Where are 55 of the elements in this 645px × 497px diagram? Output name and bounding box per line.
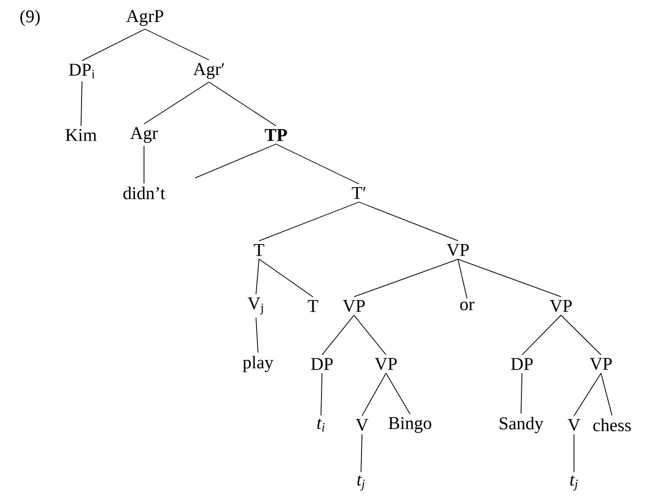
tree-label: DP bbox=[511, 358, 533, 370]
tree-branch bbox=[256, 317, 258, 354]
tree-branch bbox=[144, 82, 210, 124]
tree-branch bbox=[256, 258, 260, 295]
tree-branch bbox=[80, 80, 82, 126]
tree-branch bbox=[522, 314, 562, 356]
tree-label: VP bbox=[446, 244, 469, 256]
tree-branch bbox=[144, 28, 210, 60]
tree-branch bbox=[362, 372, 386, 416]
tree-branch bbox=[560, 314, 602, 356]
tree-branch bbox=[320, 372, 322, 416]
tree-branch bbox=[354, 314, 386, 356]
tree-label: chess bbox=[593, 418, 631, 432]
tree-branch bbox=[82, 28, 146, 62]
tree-branch bbox=[386, 372, 410, 414]
tree-label: TP bbox=[264, 129, 287, 141]
tree-branch bbox=[600, 372, 612, 416]
tree-branch bbox=[574, 372, 602, 416]
tree-label: Agr bbox=[130, 127, 158, 143]
tree-label: V bbox=[356, 418, 368, 431]
tree-label: DP$_{i}$ bbox=[69, 64, 95, 78]
tree-branch bbox=[276, 144, 360, 184]
tree-label: VP bbox=[374, 358, 397, 370]
example-number: (9) bbox=[20, 10, 40, 26]
tree-label: VP bbox=[590, 358, 612, 370]
tree-branch bbox=[520, 372, 522, 414]
tree-label: V$_{j}$ bbox=[248, 297, 263, 314]
tree-label: V bbox=[568, 418, 580, 431]
tree-label: didn’t bbox=[123, 186, 166, 200]
tree-label: t$_{i}$ bbox=[317, 418, 325, 432]
tree-label: VP bbox=[550, 300, 572, 312]
tree-label: Bingo bbox=[388, 417, 432, 433]
tree-label: Kim bbox=[66, 129, 97, 141]
tree-label: or bbox=[460, 302, 474, 310]
tree-branch bbox=[194, 144, 276, 178]
tree-branch bbox=[208, 82, 276, 126]
tree-label: t$_{j}$ bbox=[357, 475, 365, 491]
tree-label: T bbox=[254, 244, 264, 256]
tree-branch bbox=[322, 314, 354, 356]
tree-branch bbox=[354, 258, 458, 298]
tree-label: DP bbox=[311, 358, 333, 370]
tree-label: VP bbox=[342, 300, 365, 312]
tree-branch bbox=[258, 202, 360, 242]
tree-branch bbox=[358, 202, 458, 242]
tree-label: AgrP bbox=[126, 10, 164, 26]
tree-label: Sandy bbox=[500, 416, 544, 434]
tree-label: T bbox=[308, 300, 318, 312]
tree-branch bbox=[458, 258, 562, 298]
tree-branch bbox=[258, 258, 314, 298]
tree-label: play bbox=[242, 356, 274, 372]
tree-label: Agr′ bbox=[193, 63, 224, 79]
tree-branch bbox=[360, 434, 362, 473]
tree-label: T′ bbox=[352, 187, 366, 199]
tree-label: t$_{j}$ bbox=[570, 475, 578, 491]
tree-branch bbox=[458, 258, 468, 299]
